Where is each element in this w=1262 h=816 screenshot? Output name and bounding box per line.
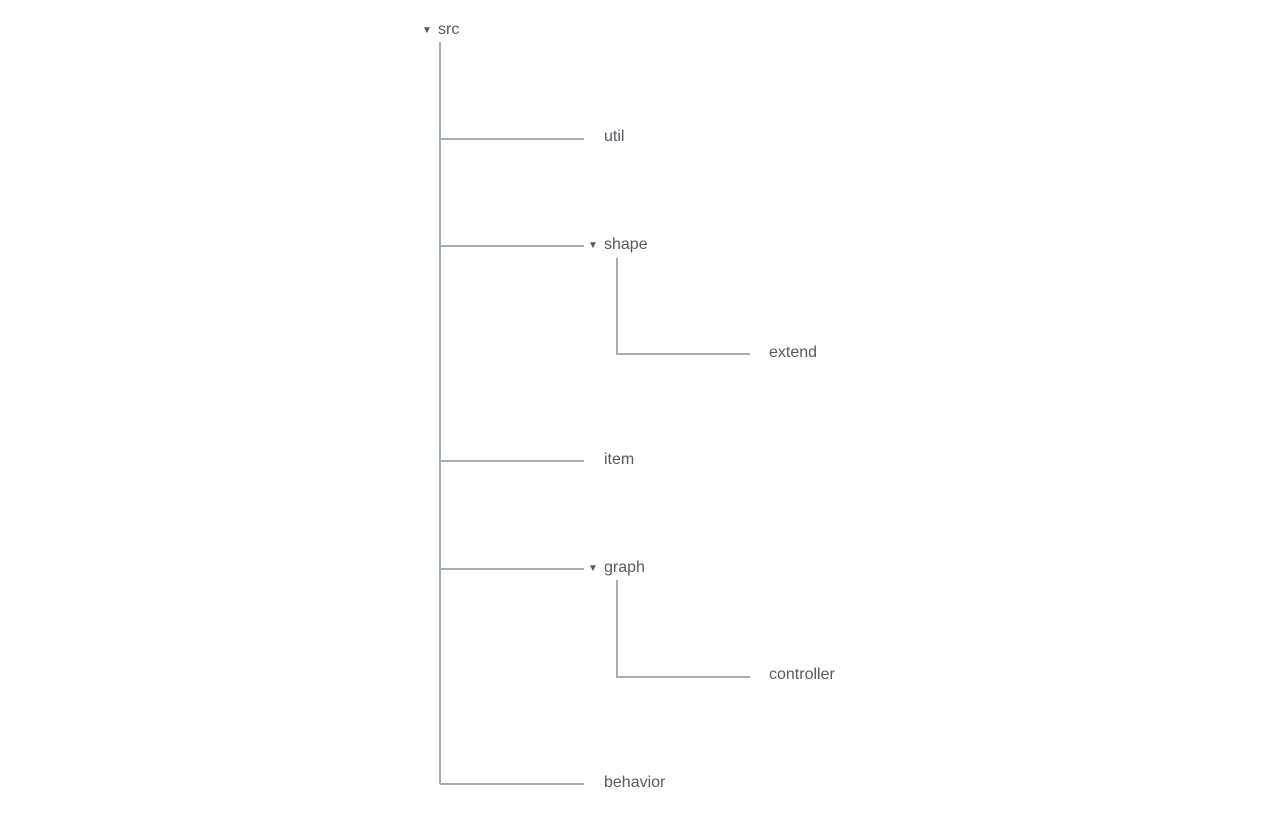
- tree-node-util[interactable]: util: [604, 127, 624, 147]
- tree-node-label: extend: [769, 344, 818, 361]
- branch-line-extend: [616, 258, 750, 355]
- tree-node-controller[interactable]: controller: [769, 665, 835, 685]
- tree-node-label: util: [604, 128, 625, 145]
- caret-down-icon[interactable]: ▼: [588, 239, 598, 251]
- tree-node-graph[interactable]: ▼ graph: [588, 558, 645, 578]
- tree-node-label: item: [604, 451, 635, 468]
- tree-node-label: behavior: [604, 774, 666, 791]
- tree-node-extend[interactable]: extend: [769, 343, 817, 363]
- tree-node-behavior[interactable]: behavior: [604, 773, 665, 793]
- tree-node-shape[interactable]: ▼ shape: [588, 235, 648, 255]
- tree-node-label: shape: [604, 236, 648, 253]
- branch-line-controller: [616, 580, 750, 678]
- caret-down-icon[interactable]: ▼: [588, 562, 598, 574]
- tree-node-label: controller: [769, 666, 835, 683]
- tree-node-src[interactable]: ▼ src: [422, 20, 460, 40]
- tree-node-label: graph: [604, 559, 645, 576]
- tree-node-item[interactable]: item: [604, 450, 634, 470]
- caret-down-icon[interactable]: ▼: [422, 24, 432, 36]
- tree-node-label: src: [438, 21, 460, 38]
